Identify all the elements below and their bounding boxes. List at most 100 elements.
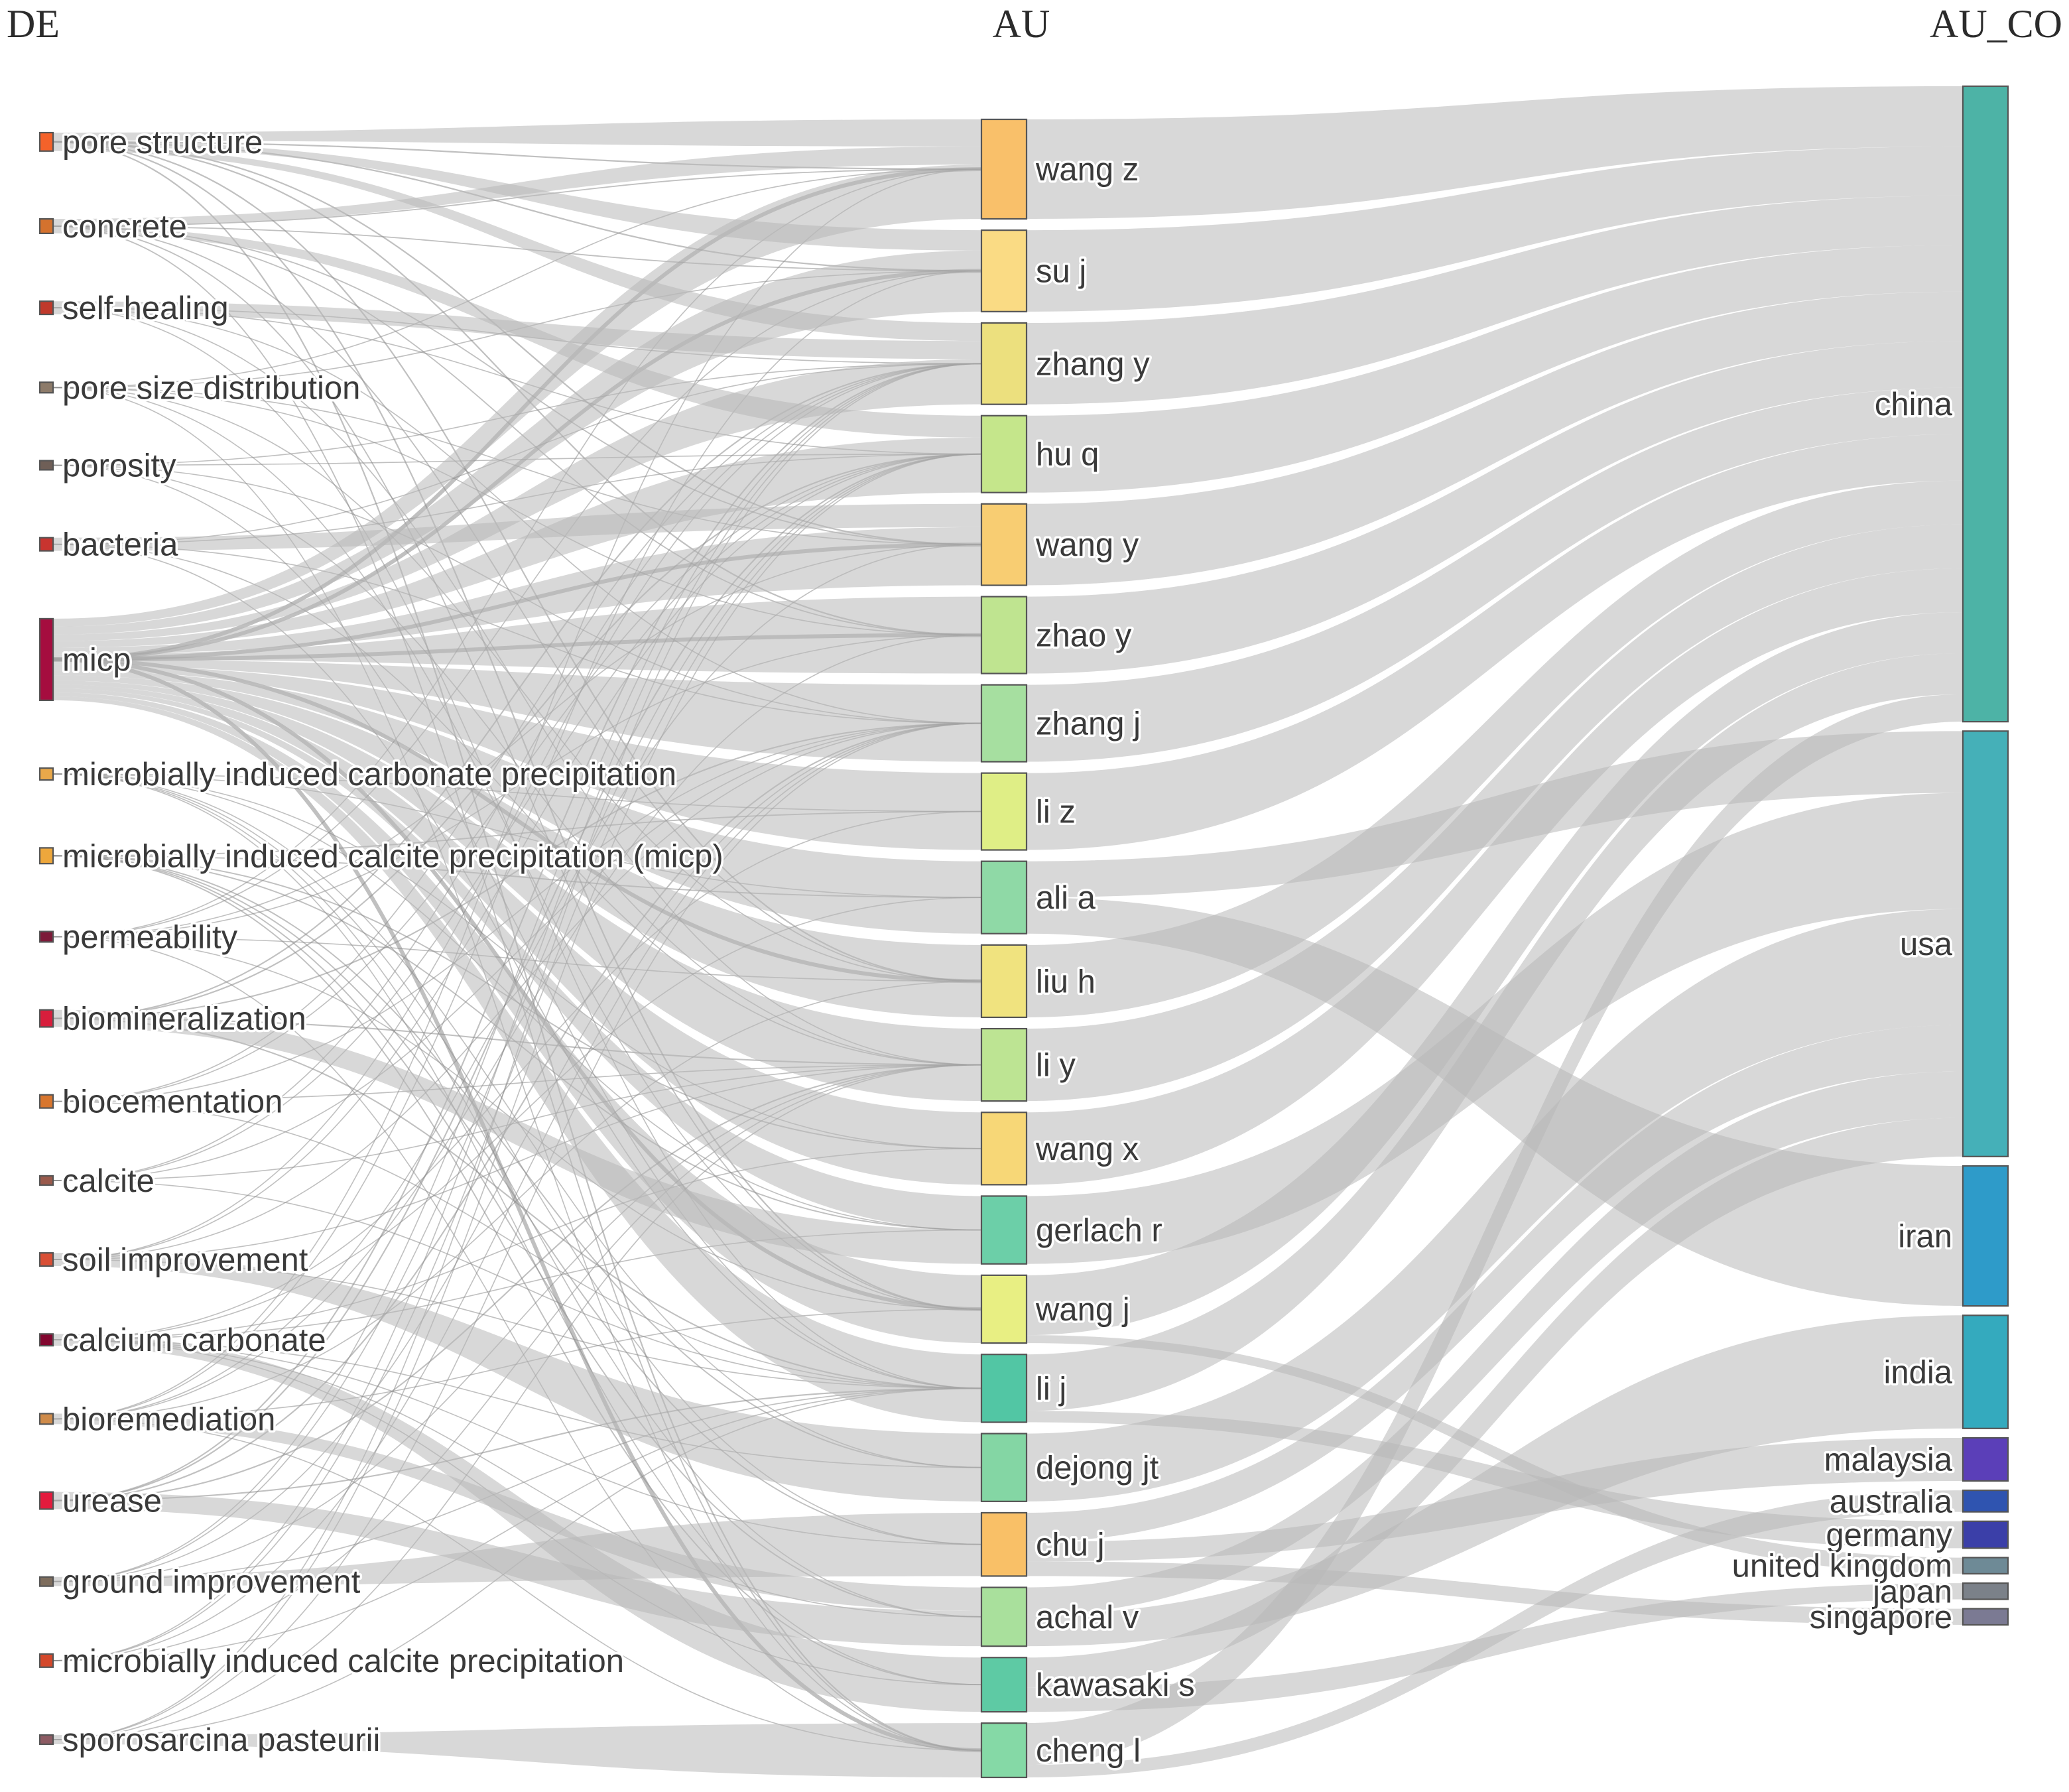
link-keyword-author[interactable] <box>53 596 981 674</box>
link-keyword-author[interactable] <box>53 1492 981 1647</box>
keyword-node[interactable] <box>38 1009 54 1028</box>
country-node[interactable] <box>1962 85 2009 723</box>
author-node[interactable] <box>980 1274 1028 1344</box>
link-keyword-author[interactable] <box>53 688 981 1230</box>
link-author-country[interactable] <box>1027 1118 1963 1688</box>
keyword-node[interactable] <box>38 767 54 781</box>
link-keyword-author[interactable] <box>53 659 981 762</box>
author-node[interactable] <box>980 596 1028 674</box>
link-keyword-author[interactable] <box>53 692 981 1344</box>
link-author-country[interactable] <box>1027 793 1963 1264</box>
country-node[interactable] <box>1962 1165 2009 1307</box>
keyword-node[interactable] <box>38 1175 54 1186</box>
link-keyword-author[interactable] <box>53 145 981 342</box>
link-author-country[interactable] <box>1027 1335 1963 1574</box>
link-author-country[interactable] <box>1027 1411 1963 1549</box>
keyword-node[interactable] <box>38 1734 54 1746</box>
author-node[interactable] <box>980 944 1028 1019</box>
keyword-node[interactable] <box>38 1576 54 1587</box>
link-author-country[interactable] <box>1027 1583 1963 1712</box>
link-keyword-author[interactable] <box>53 225 981 438</box>
link-author-country[interactable] <box>1027 245 1963 493</box>
link-keyword-author[interactable] <box>53 665 981 850</box>
author-node[interactable] <box>980 118 1028 220</box>
link-keyword-author[interactable] <box>53 1253 981 1502</box>
link-keyword-author[interactable] <box>53 250 981 635</box>
link-keyword-author[interactable] <box>53 119 981 147</box>
author-node[interactable] <box>980 1657 1028 1713</box>
keyword-node[interactable] <box>38 218 54 235</box>
link-keyword-author[interactable] <box>53 140 981 251</box>
author-node[interactable] <box>980 415 1028 493</box>
author-node[interactable] <box>980 503 1028 586</box>
keyword-node[interactable] <box>38 1653 54 1668</box>
author-node[interactable] <box>980 1433 1028 1502</box>
country-node[interactable] <box>1962 1582 2009 1600</box>
author-node[interactable] <box>980 1722 1028 1779</box>
keyword-node[interactable] <box>38 617 54 702</box>
keyword-node[interactable] <box>38 1094 54 1109</box>
link-keyword-author[interactable] <box>53 437 981 648</box>
link-author-country[interactable] <box>1027 387 1963 762</box>
author-node[interactable] <box>980 860 1028 934</box>
author-node[interactable] <box>980 1354 1028 1423</box>
link-author-country[interactable] <box>1027 909 1963 1502</box>
link-author-country[interactable] <box>1027 291 1963 586</box>
keyword-node[interactable] <box>38 847 54 865</box>
link-author-country[interactable] <box>1027 1561 1963 1625</box>
link-author-country[interactable] <box>1027 86 1963 219</box>
link-author-country[interactable] <box>1027 1071 1963 1615</box>
link-keyword-author[interactable] <box>53 684 981 1185</box>
link-keyword-author[interactable] <box>53 696 981 1423</box>
keyword-node[interactable] <box>38 1413 54 1425</box>
link-author-country[interactable] <box>1027 568 1963 1185</box>
link-keyword-author[interactable] <box>53 670 981 934</box>
link-author-country[interactable] <box>1027 1437 1963 1562</box>
author-node[interactable] <box>980 1112 1028 1186</box>
link-author-country[interactable] <box>1027 1490 1963 1777</box>
link-author-country[interactable] <box>1027 196 1963 405</box>
country-node[interactable] <box>1962 1437 2009 1482</box>
keyword-node[interactable] <box>38 1333 54 1347</box>
link-keyword-author[interactable] <box>53 1334 981 1712</box>
link-keyword-author[interactable] <box>53 359 981 641</box>
link-author-country[interactable] <box>1027 897 1963 1307</box>
link-keyword-author[interactable] <box>53 680 981 1102</box>
link-keyword-author[interactable] <box>53 164 981 627</box>
author-node[interactable] <box>980 1195 1028 1265</box>
link-keyword-author[interactable] <box>53 1009 981 1264</box>
author-node[interactable] <box>980 229 1028 312</box>
country-node[interactable] <box>1962 1314 2009 1429</box>
link-author-country[interactable] <box>1027 1025 1963 1543</box>
link-keyword-author[interactable] <box>53 527 981 655</box>
keyword-node[interactable] <box>38 930 54 943</box>
link-author-country[interactable] <box>1027 146 1963 312</box>
keyword-node[interactable] <box>38 1252 54 1267</box>
keyword-node[interactable] <box>38 381 54 394</box>
link-author-country[interactable] <box>1027 611 1963 1336</box>
link-author-country[interactable] <box>1027 480 1963 1017</box>
link-keyword-author[interactable] <box>53 675 981 1017</box>
link-author-country[interactable] <box>1027 731 1963 898</box>
author-node[interactable] <box>980 322 1028 405</box>
author-node[interactable] <box>980 1586 1028 1647</box>
author-node[interactable] <box>980 1027 1028 1102</box>
country-node[interactable] <box>1962 730 2009 1157</box>
link-author-country[interactable] <box>1027 434 1963 850</box>
country-node[interactable] <box>1962 1490 2009 1513</box>
link-author-country[interactable] <box>1027 341 1963 674</box>
country-node[interactable] <box>1962 1557 2009 1575</box>
link-keyword-author[interactable] <box>53 503 981 551</box>
keyword-node[interactable] <box>38 537 54 552</box>
keyword-node[interactable] <box>38 1491 54 1510</box>
keyword-node[interactable] <box>38 460 54 471</box>
author-node[interactable] <box>980 684 1028 763</box>
link-keyword-author[interactable] <box>53 1723 981 1777</box>
author-node[interactable] <box>980 1511 1028 1577</box>
link-keyword-author[interactable] <box>53 1512 981 1586</box>
country-node[interactable] <box>1962 1520 2009 1549</box>
country-node[interactable] <box>1962 1608 2009 1626</box>
keyword-node[interactable] <box>38 300 54 316</box>
keyword-node[interactable] <box>38 131 54 152</box>
author-node[interactable] <box>980 772 1028 851</box>
